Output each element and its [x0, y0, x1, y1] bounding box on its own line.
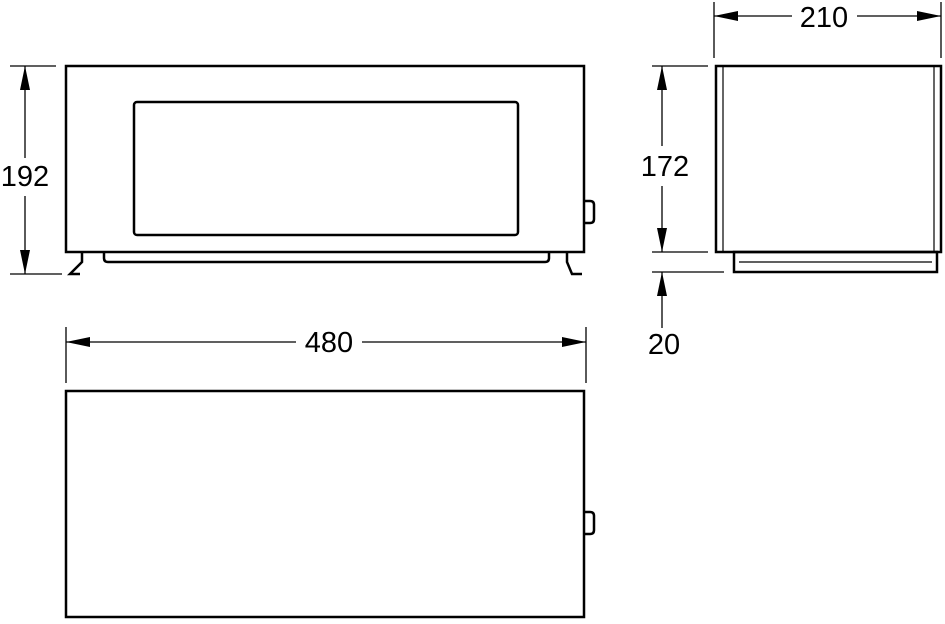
- arrow-up: [20, 66, 30, 90]
- arrow-side-down: [657, 228, 667, 252]
- arrow-side-left: [714, 11, 738, 21]
- front-window: [132, 100, 520, 237]
- dimension-base-side: 20: [648, 272, 680, 361]
- front-body-outline: [64, 64, 586, 254]
- arrow-down: [20, 250, 30, 274]
- dimension-height-front: 192: [1, 65, 62, 275]
- top-view: [64, 389, 596, 619]
- arrow-left: [66, 337, 90, 347]
- dim-label-210: 210: [800, 2, 848, 34]
- side-body-outline: [714, 64, 943, 254]
- top-side-knob: [584, 510, 596, 536]
- arrow-side-right: [917, 11, 941, 21]
- top-body-outline: [64, 389, 586, 619]
- front-right-foot: [565, 252, 582, 276]
- arrow-side-up: [657, 66, 667, 90]
- dim-label-480: 480: [305, 327, 353, 359]
- dimension-height-side: 172: [641, 65, 724, 273]
- side-base-tray: [732, 250, 939, 274]
- dim-label-20: 20: [648, 329, 680, 361]
- front-tray: [102, 252, 551, 264]
- side-view: [714, 64, 943, 274]
- arrow-base-up: [657, 272, 667, 296]
- arrow-right: [562, 337, 586, 347]
- front-view: [64, 64, 596, 276]
- dim-label-192: 192: [1, 161, 49, 193]
- dim-label-172: 172: [641, 151, 689, 183]
- front-left-foot: [66, 252, 84, 276]
- front-side-knob: [584, 199, 596, 225]
- dimension-depth-side: 210: [713, 2, 942, 58]
- dimension-width-front: 480: [65, 327, 587, 383]
